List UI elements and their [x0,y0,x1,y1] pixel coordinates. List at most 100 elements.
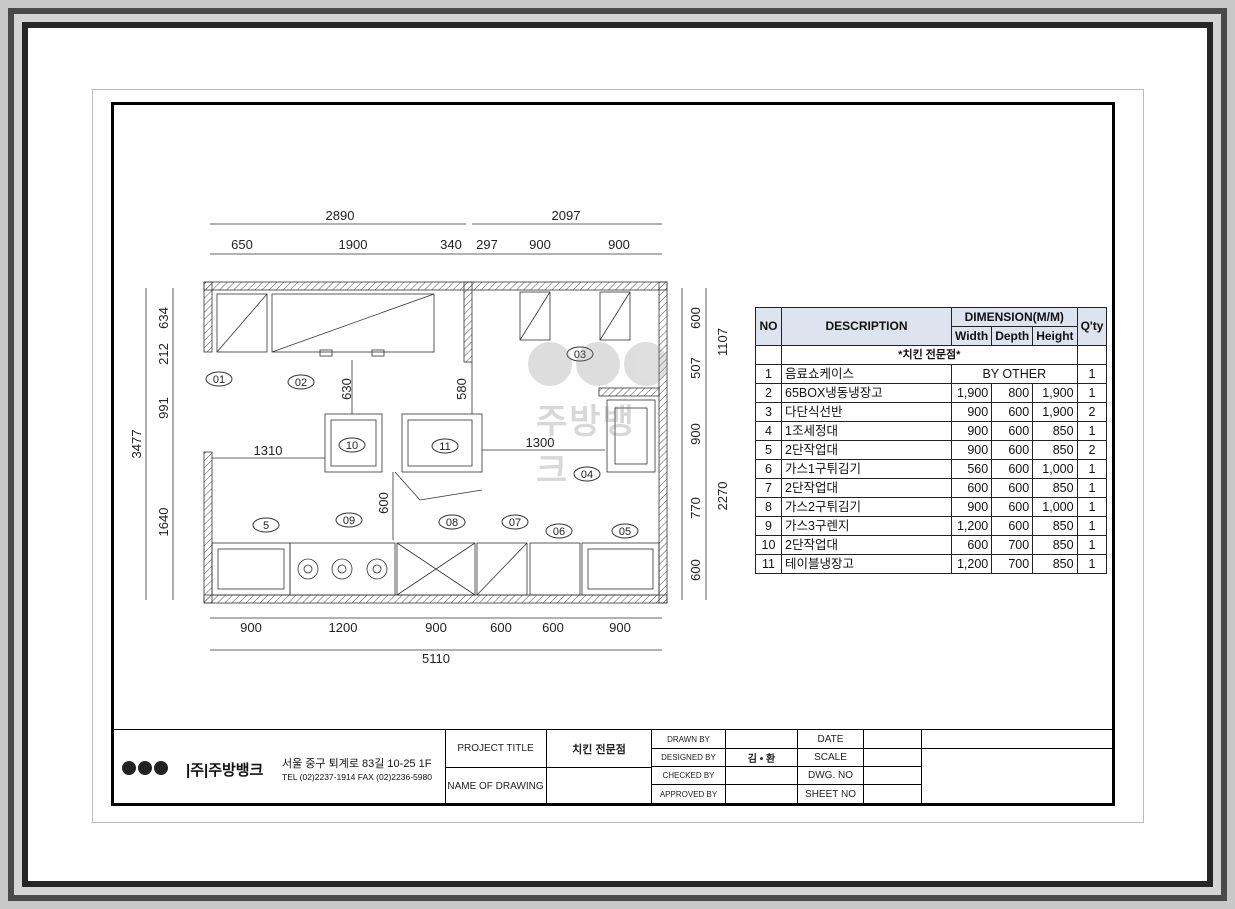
dim-right-2: 507 [688,357,703,379]
spec-qty: 1 [1076,478,1108,498]
designed-by-label: DESIGNED BY [652,749,726,767]
company-name: |주|주방뱅크 [186,762,264,779]
callout-11: 11 [439,441,450,453]
equip-03-shelf-b [599,291,631,341]
spec-description: 2단작업대 [781,535,952,555]
dim-bottom-1: 900 [240,620,262,635]
spec-description: 가스1구튀김기 [781,459,952,479]
name-of-drawing-value [547,768,652,804]
spec-no: 6 [755,459,782,479]
equip-04-sink [606,399,656,473]
scale-value [864,749,922,767]
company-block: |주|주방뱅크 서울 중구 퇴계로 83길 10-25 1F TEL (02)2… [114,730,446,804]
equip-05-worktable-right [581,542,660,596]
callout-5: 5 [263,520,269,532]
dim-bottom-6: 900 [609,620,631,635]
equip-03-shelf-a [519,291,551,341]
drawing-border [111,102,1115,806]
spec-depth: 600 [991,421,1034,441]
callout-04: 04 [581,469,593,481]
th-height: Height [1032,326,1078,346]
wall-top [203,281,668,291]
approved-by-label: APPROVED BY [652,785,726,804]
dim-right-3: 900 [688,423,703,445]
approved-by-value [726,785,798,804]
spec-no: 9 [755,516,782,536]
spec-width: BY OTHER [951,364,1078,384]
wall-right [658,281,668,604]
spec-depth: 700 [991,535,1034,555]
spec-no: 2 [755,383,782,403]
spec-width: 900 [950,497,993,517]
spec-depth: 700 [991,554,1034,574]
date-value [864,730,922,749]
dim-top-6: 900 [608,237,630,252]
date-label: DATE [798,730,864,749]
dim-bottom-2: 1200 [329,620,358,635]
spec-height: 850 [1032,516,1078,536]
dim-left-total: 3477 [129,430,144,459]
spec-no: 3 [755,402,782,422]
spec-qty: 1 [1076,516,1108,536]
checked-by-label: CHECKED BY [652,767,726,785]
dim-bottom-4: 600 [490,620,512,635]
wall-partition [463,281,473,363]
dim-right-overall-1: 1107 [715,328,730,356]
spec-width: 900 [950,421,993,441]
spec-description: 테이블냉장고 [781,554,952,574]
callout-06: 06 [553,526,565,538]
spec-height: 1,900 [1032,402,1078,422]
spec-depth: 600 [991,459,1034,479]
equip-02-freezer [271,293,435,353]
spec-width: 1,200 [950,516,993,536]
dim-left-4: 1640 [156,508,171,537]
dim-top-1: 650 [231,237,253,252]
spec-width: 900 [950,402,993,422]
spec-no: 7 [755,478,782,498]
spec-table: NO DESCRIPTION DIMENSION(M/M) Q'ty Width… [755,307,1108,574]
spec-height: 850 [1032,554,1078,574]
spec-qty: 1 [1076,554,1108,574]
category-label: *치킨 전문점* [781,345,1078,365]
wall-bottom [203,594,668,604]
spec-no: 10 [755,535,782,555]
spec-no: 1 [755,364,782,384]
wall-sink-partition [598,387,660,397]
spec-no: 4 [755,421,782,441]
spec-width: 600 [950,535,993,555]
dim-left-3: 991 [156,397,171,419]
th-depth: Depth [991,326,1034,346]
dim-top-5: 900 [529,237,551,252]
project-title-value: 치킨 전문점 [547,730,652,768]
spec-description: 음료쇼케이스 [781,364,952,384]
spec-width: 560 [950,459,993,479]
drawn-by-value [726,730,798,749]
spec-qty: 1 [1076,459,1108,479]
spec-depth: 600 [991,497,1034,517]
dim-top-3: 340 [440,237,462,252]
spec-qty: 1 [1076,497,1108,517]
equip-11-table-fridge [401,413,483,473]
spec-no: 5 [755,440,782,460]
wall-left-lower [203,451,213,604]
th-width: Width [950,326,993,346]
blank-row-1 [922,730,1112,749]
dim-right-5: 600 [688,559,703,581]
th-description: DESCRIPTION [781,307,952,346]
equip-01-showcase [216,293,268,353]
spec-height: 850 [1032,535,1078,555]
th-dimension: DIMENSION(M/M) [951,307,1078,327]
th-qty: Q'ty [1076,307,1108,346]
dim-right-4: 770 [688,497,703,519]
spec-description: 가스2구튀김기 [781,497,952,517]
callout-10: 10 [346,440,358,452]
equip-10-worktable [324,413,383,473]
